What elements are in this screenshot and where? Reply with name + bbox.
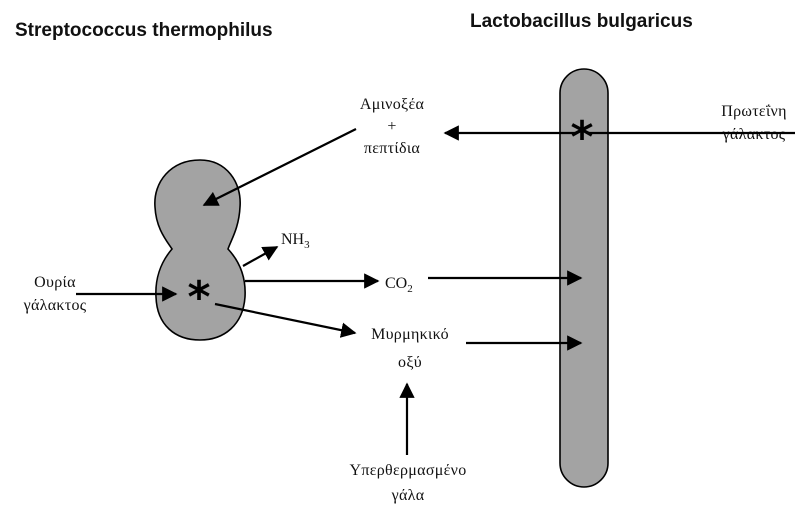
milk-urea-label-line2: γάλακτος bbox=[23, 297, 87, 314]
formic-acid-label-line2: οξύ bbox=[398, 354, 422, 371]
ammonia-main: NH bbox=[281, 231, 305, 248]
peptides-label: πεπτίδια bbox=[364, 140, 421, 157]
milk-urea-label: Ουρία bbox=[34, 274, 76, 291]
milk-protein-label: Πρωτεΐνη bbox=[721, 103, 787, 120]
milk-protein-label-line2: γάλακτος bbox=[722, 126, 786, 143]
co2-main: CO bbox=[385, 275, 407, 292]
heated-milk-label: Υπερθερμασμένο bbox=[349, 462, 466, 479]
amino-acids-to-streptococcus-arrow bbox=[204, 129, 356, 205]
lactobacillus-title: Lactobacillus bulgaricus bbox=[470, 11, 693, 32]
amino-acids-label: Αμινοξέα bbox=[360, 96, 425, 113]
streptococcus-title: Streptococcus thermophilus bbox=[15, 20, 273, 41]
streptococcus-cell: * bbox=[155, 160, 245, 340]
lactobacillus-enzyme-star: * bbox=[570, 112, 593, 163]
ammonia-arrow bbox=[243, 247, 277, 266]
co2-subscript: 2 bbox=[407, 283, 413, 295]
streptococcus-enzyme-star: * bbox=[187, 272, 210, 323]
formic-acid-label: Μυρμηκικό bbox=[371, 326, 449, 343]
plus-sign: + bbox=[387, 118, 396, 135]
ammonia-subscript: 3 bbox=[304, 239, 310, 251]
heated-milk-label-line2: γάλα bbox=[391, 487, 425, 504]
ammonia-label: NH3 bbox=[281, 231, 310, 251]
carbon-dioxide-label: CO2 bbox=[385, 275, 413, 295]
